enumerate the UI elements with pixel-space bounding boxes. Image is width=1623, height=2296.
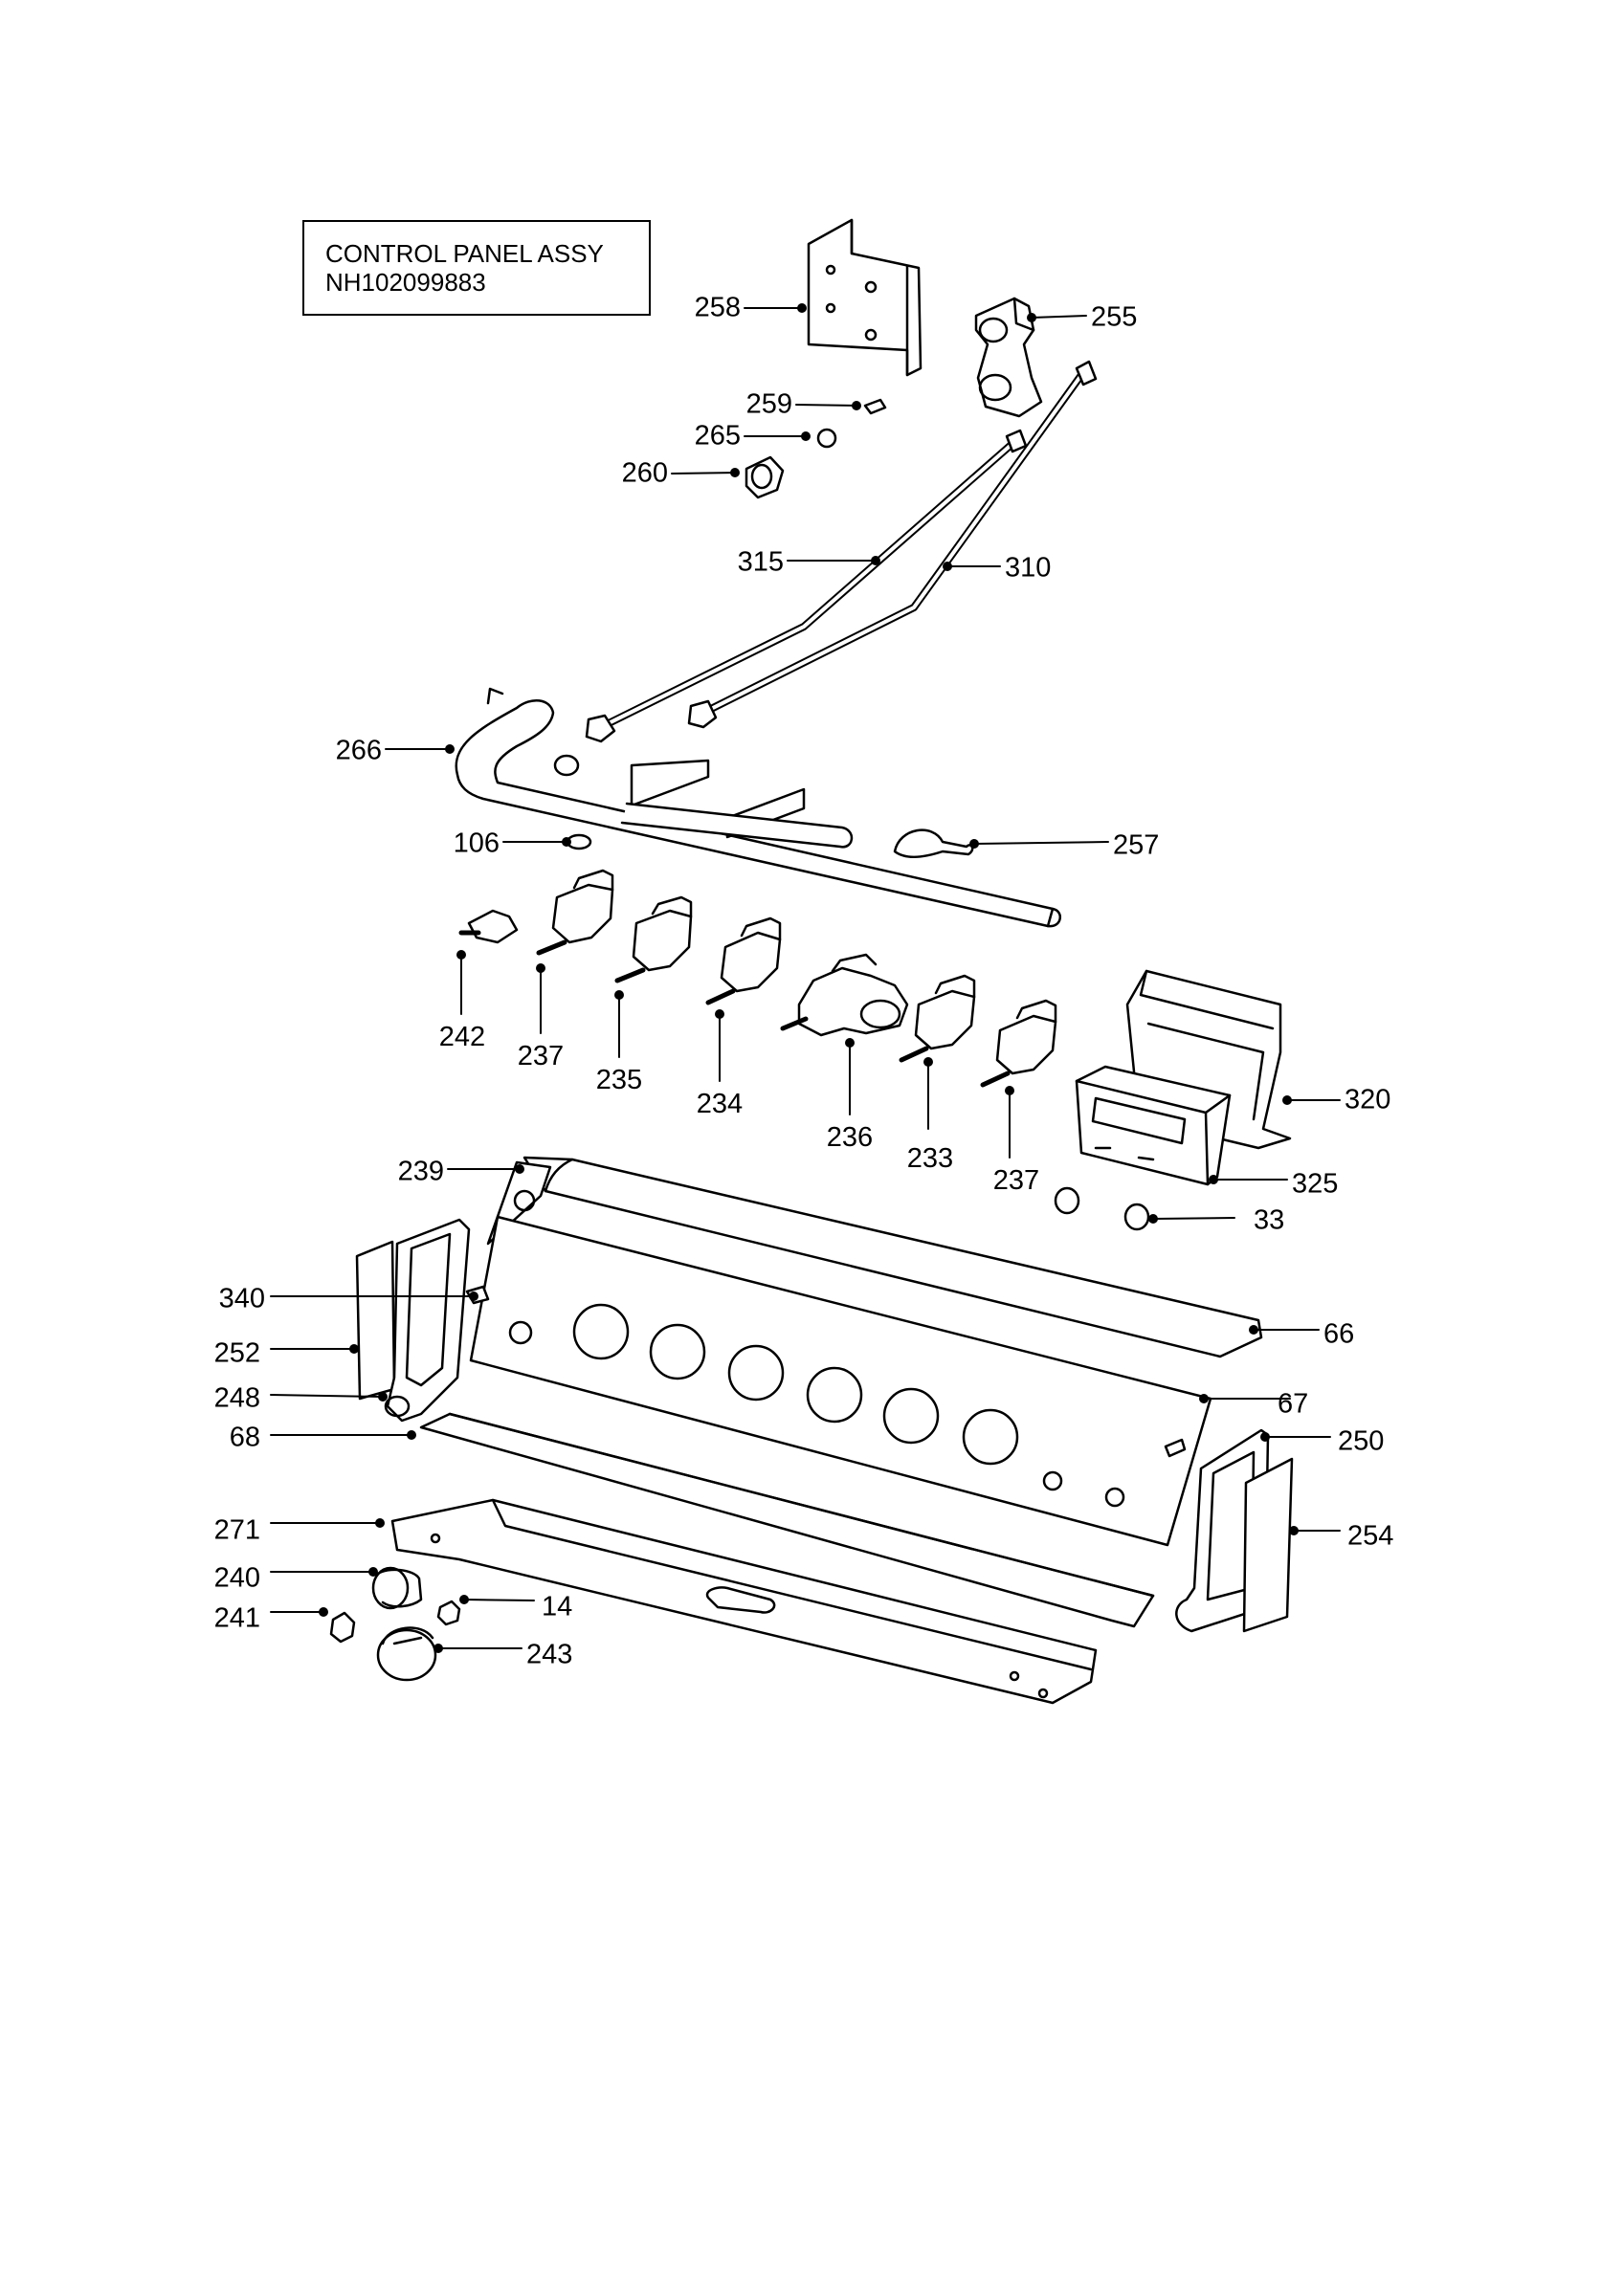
knob-bezel-part [371, 1566, 423, 1610]
callout-66: 66 [1323, 1318, 1355, 1350]
gas-tap-237-right-part [980, 999, 1057, 1088]
spacer-part [436, 1600, 461, 1626]
control-knob-part [376, 1626, 437, 1682]
leader-dots [319, 303, 1299, 1653]
callout-260: 260 [621, 457, 668, 489]
callout-248: 248 [213, 1382, 260, 1414]
callout-243: 243 [526, 1639, 573, 1670]
callout-252: 252 [213, 1337, 260, 1369]
callout-68: 68 [229, 1422, 260, 1453]
callout-242: 242 [438, 1022, 486, 1052]
callout-234: 234 [696, 1089, 744, 1119]
gas-tap-234-part [705, 916, 782, 1005]
gas-valve-part [974, 297, 1043, 418]
callout-240: 240 [213, 1562, 260, 1594]
assembly-title: CONTROL PANEL ASSY [325, 239, 604, 268]
gas-tap-236-part [780, 953, 909, 1037]
gas-tap-237-left-part [536, 869, 614, 956]
pipe-clamp-part [893, 828, 974, 858]
cap-part [816, 428, 837, 449]
callout-266: 266 [335, 735, 382, 766]
end-cap-cover-part [1242, 1457, 1294, 1633]
screw-part [863, 398, 887, 415]
callout-255: 255 [1091, 301, 1138, 333]
callout-237-right: 237 [992, 1165, 1040, 1196]
control-panel-facia-part [469, 1215, 1212, 1547]
callout-254: 254 [1347, 1520, 1394, 1552]
mounting-bracket-part [807, 218, 923, 377]
callout-258: 258 [694, 292, 741, 323]
left-end-cap-part [355, 1218, 471, 1423]
union-fitting-part [745, 455, 785, 499]
callout-315: 315 [737, 546, 784, 578]
gas-manifold-part [455, 687, 1061, 928]
callout-235: 235 [595, 1065, 643, 1095]
callout-257: 257 [1113, 829, 1160, 861]
support-rail-part [390, 1498, 1098, 1705]
callout-340: 340 [218, 1283, 265, 1314]
callout-239: 239 [397, 1156, 444, 1187]
callout-14: 14 [542, 1591, 573, 1623]
timer-knob-part [1054, 1186, 1150, 1231]
callout-250: 250 [1338, 1425, 1385, 1457]
callout-271: 271 [213, 1514, 260, 1546]
callout-67: 67 [1278, 1388, 1309, 1420]
callout-310: 310 [1005, 552, 1052, 584]
callout-233: 233 [906, 1143, 954, 1174]
callout-259: 259 [745, 388, 792, 420]
callout-265: 265 [694, 420, 741, 452]
gas-tap-235-part [614, 895, 693, 983]
callout-325: 325 [1292, 1168, 1339, 1200]
callout-236: 236 [826, 1122, 874, 1153]
callout-33: 33 [1254, 1204, 1285, 1236]
callout-320: 320 [1345, 1084, 1391, 1115]
gas-tap-233-part [899, 974, 976, 1063]
assembly-title-box: CONTROL PANEL ASSY NH102099883 [302, 220, 651, 316]
gas-pipe-310-part [687, 360, 1098, 729]
ignition-switch-part [458, 909, 519, 944]
gas-pipe-315-part [585, 429, 1028, 743]
lower-trim-part [419, 1412, 1155, 1628]
callout-237-left: 237 [517, 1041, 565, 1071]
leader-lines [270, 307, 1341, 1649]
callout-241: 241 [213, 1602, 260, 1634]
callout-106: 106 [453, 828, 500, 859]
assembly-part-number: NH102099883 [325, 268, 486, 297]
knob-insert-part [329, 1611, 356, 1644]
upper-trim-part [522, 1156, 1263, 1358]
